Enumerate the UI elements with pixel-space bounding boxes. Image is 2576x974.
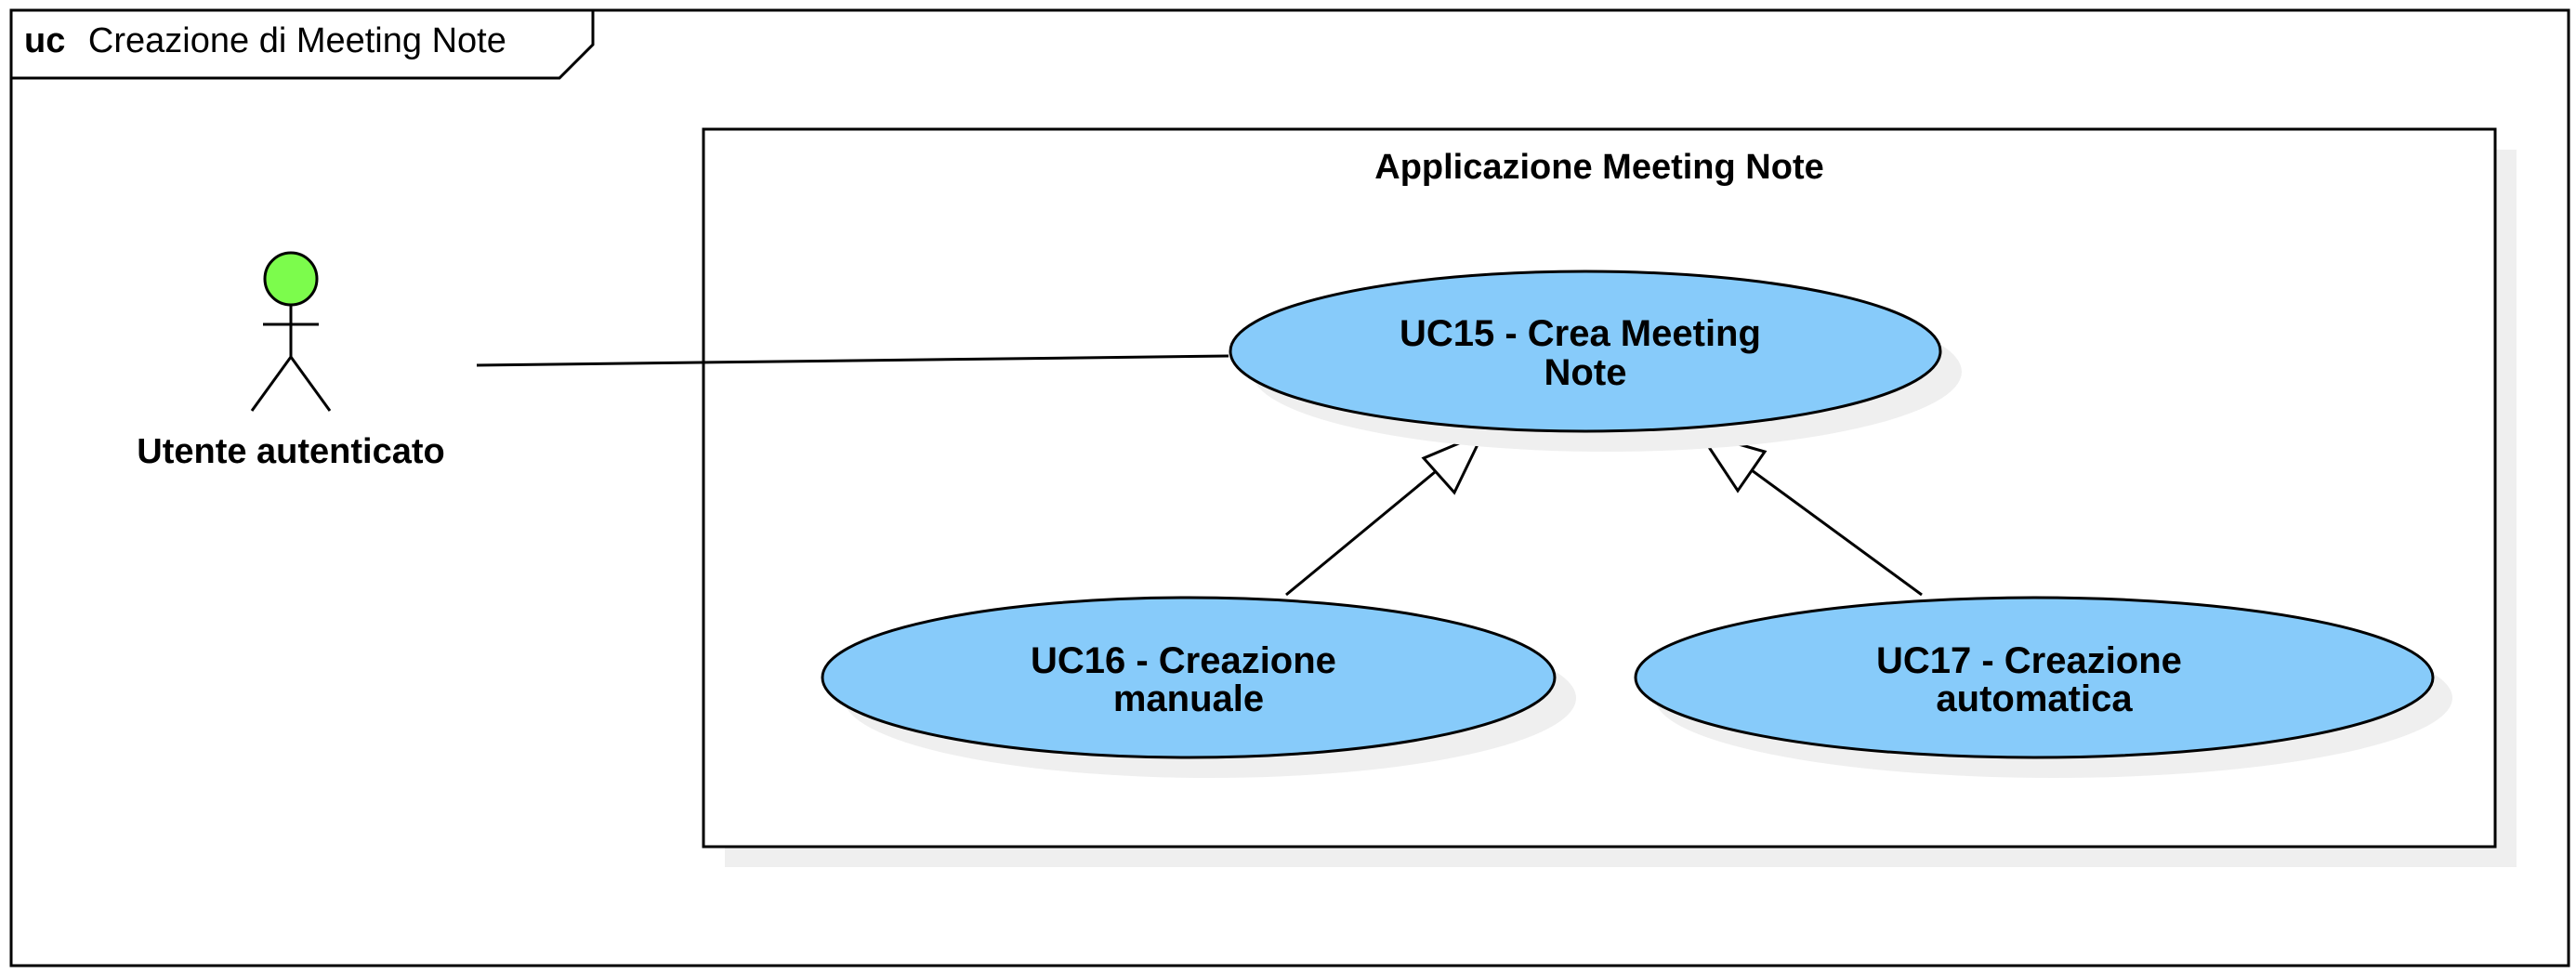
actor-head [263, 251, 319, 307]
frame-keyword: uc [24, 21, 65, 60]
use-case-label-line: UC16 - Creazione [1031, 640, 1336, 681]
actor-left-leg [250, 356, 293, 412]
use-case-ellipse [1634, 596, 2435, 759]
use-case-label: UC16 - Creazione manuale [1031, 640, 1347, 719]
use-case-ellipse [821, 596, 1557, 759]
actor-label: Utente autenticato [137, 432, 444, 471]
use-case-label-line: UC15 - Crea Meeting [1400, 313, 1761, 354]
frame-title: uc Creazione di Meeting Note [24, 21, 506, 60]
frame-title-text: Creazione di Meeting Note [88, 21, 506, 60]
use-case-label-line: UC17 - Creazione [1876, 640, 2182, 681]
use-case-ellipse [1229, 270, 1942, 433]
generalization-uc16-uc15 [1285, 430, 1487, 597]
generalization-arrowhead [1421, 430, 1487, 495]
use-case-label-line: automatica [1936, 678, 2133, 719]
use-case-uc17[interactable]: UC17 - Creazione automatica [1634, 596, 2452, 778]
generalization-line [1751, 468, 1923, 597]
use-case-label-line: Note [1544, 352, 1627, 393]
generalization-line [1285, 470, 1436, 597]
use-case-label-line: manuale [1113, 678, 1264, 719]
use-case-uc15[interactable]: UC15 - Crea Meeting Note [1229, 270, 1962, 452]
association-line [476, 354, 1229, 367]
use-case-label: UC15 - Crea Meeting Note [1400, 313, 1771, 393]
actor-right-leg [289, 356, 332, 412]
actor-user[interactable]: Utente autenticato [137, 251, 445, 471]
frame-tab [9, 8, 595, 80]
use-case-label: UC17 - Creazione automatica [1876, 640, 2192, 719]
use-case-uc16[interactable]: UC16 - Creazione manuale [821, 596, 1576, 778]
system-name: Applicazione Meeting Note [1374, 148, 1823, 187]
